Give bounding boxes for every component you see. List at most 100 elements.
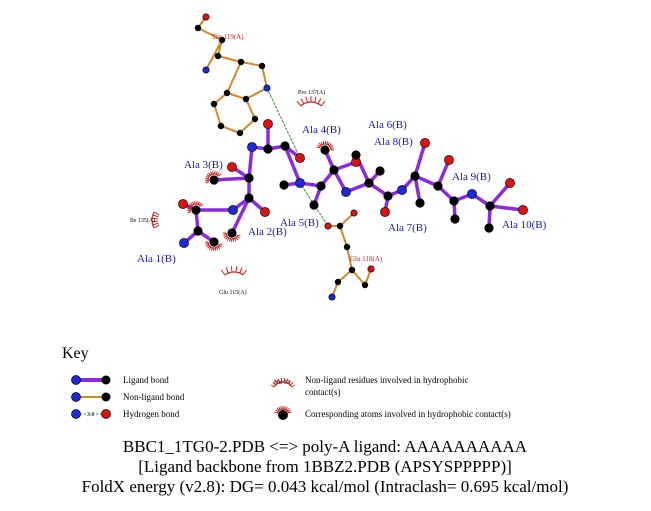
carbon-atom <box>251 115 259 123</box>
oxygen-atom <box>350 209 358 217</box>
carbon-atom <box>415 198 425 208</box>
caption-line-2: [Ligand backbone from 1BBZ2.PDB (APSYSPP… <box>138 457 512 476</box>
hydrophobic-arc-glu115 <box>220 266 248 276</box>
hydrophobic-contact-arc <box>204 171 222 184</box>
nonligand-bond <box>226 92 247 100</box>
key-hydrophobic-arc <box>270 378 296 388</box>
carbon-atom <box>236 129 244 137</box>
key-residue-arc <box>270 378 296 388</box>
carbon-atom <box>263 144 273 154</box>
carbon-atom <box>214 52 222 60</box>
nonligand-bond <box>197 27 223 41</box>
oxygen-atom <box>260 207 270 217</box>
key-hydrophobic-label-line1: Non-ligand residues involved in hydropho… <box>305 375 468 385</box>
carbon-atom <box>316 181 326 191</box>
key-hbond-atom-n <box>71 409 81 419</box>
ligand-bond <box>247 145 254 180</box>
oxygen-atom <box>324 222 332 230</box>
carbon-atom <box>244 193 254 203</box>
carbon-atom <box>336 222 344 230</box>
ligand-bond <box>488 204 525 212</box>
carbon-atom <box>217 122 225 130</box>
carbon-atom <box>223 89 231 97</box>
ligand-bond <box>230 196 251 235</box>
carbon-atom <box>334 278 342 286</box>
ligand-label-ala9: Ala 9(B) <box>452 171 491 183</box>
carbon-atom <box>449 196 459 206</box>
key-hydrophobic-label-line2: contact(s) <box>305 387 340 397</box>
hydrophobic-contact-arc <box>223 232 241 243</box>
nonligand-bond <box>351 269 366 286</box>
ligand-label-ala8: Ala 8(B) <box>374 136 413 148</box>
carbon-atom <box>361 281 369 289</box>
carbon-atom <box>329 165 339 175</box>
ligand-bond <box>283 144 302 185</box>
oxygen-atom <box>518 205 528 215</box>
residue-label-glu118: Glu 118(A) <box>350 255 383 263</box>
key-atom-arc <box>274 406 292 414</box>
nitrogen-atom <box>263 84 271 92</box>
key-nonligand-atom-n <box>71 392 81 402</box>
carbon-atom <box>309 200 319 210</box>
hydrophobic-label-pro137: Pro 137(A) <box>298 89 325 96</box>
nitrogen-atom <box>397 185 407 195</box>
caption-line-1: BBC1_1TG0-2.PDB <=> poly-A ligand: AAAAA… <box>123 437 528 456</box>
ligand-label-ala6: Ala 6(B) <box>368 119 407 131</box>
oxygen-atom <box>444 155 454 165</box>
oxygen-atom <box>367 265 375 273</box>
carbon-atom <box>237 58 245 66</box>
nonligand-bond <box>245 98 256 120</box>
carbon-atom <box>210 100 218 108</box>
key-title: Key <box>62 345 89 362</box>
hydrophobic-arcs-layer <box>151 96 334 276</box>
hydrophobic-label-glu115: Glu 115(A) <box>219 289 247 296</box>
nitrogen-atom <box>179 238 189 248</box>
carbon-atom <box>364 178 374 188</box>
nitrogen-atom <box>202 66 210 74</box>
hydrogen-bond <box>266 87 301 159</box>
key-ligand-atom-n <box>71 375 81 385</box>
oxygen-atom <box>227 162 237 172</box>
key-nonligand-bond-label: Non-ligand bond <box>123 392 185 402</box>
nonligand-bond <box>339 225 348 248</box>
ligand-bond <box>488 181 512 208</box>
carbon-atom <box>383 191 393 201</box>
nonligand-bond <box>240 61 263 67</box>
hydrophobic-contact-arc <box>186 201 204 214</box>
carbon-atom <box>258 62 266 70</box>
hydrophobic-contact-arc <box>316 140 334 151</box>
carbon-atom <box>194 24 202 32</box>
carbon-atom <box>343 243 351 251</box>
ligand-label-ala5: Ala 5(B) <box>280 217 319 229</box>
oxygen-atom <box>380 207 390 217</box>
nonligand-bond <box>346 246 353 271</box>
nonligand-bond <box>220 125 241 134</box>
oxygen-atom <box>505 178 515 188</box>
carbon-atom <box>244 173 254 183</box>
ligand-label-ala2: Ala 2(B) <box>248 226 287 238</box>
nitrogen-atom <box>341 187 351 197</box>
nitrogen-atom <box>467 189 477 199</box>
key-hbond-label: Hydrogen bond <box>123 409 180 419</box>
key-example-residue: His 53 <box>274 380 290 386</box>
carbon-atom <box>227 228 237 238</box>
key-corresponding-atom <box>278 410 288 420</box>
carbon-atom <box>193 226 203 236</box>
carbon-atom <box>320 145 330 155</box>
carbon-atom <box>279 180 289 190</box>
key-hbond-distance: 3.0 <box>87 412 95 418</box>
hydrophobic-arc-pro137 <box>296 96 326 107</box>
carbon-atom <box>242 95 250 103</box>
nonligand-bond <box>261 65 268 89</box>
ligand-bond <box>212 176 251 182</box>
nitrogen-atom <box>295 178 305 188</box>
carbon-atom <box>218 36 226 44</box>
carbon-atom <box>484 223 494 233</box>
ligand-label-ala4: Ala 4(B) <box>302 124 341 136</box>
hydrophobic-arc-ile135 <box>151 211 160 229</box>
carbon-atom <box>209 237 219 247</box>
nonligand-bond <box>239 118 256 134</box>
caption-line-3: FoldX energy (v2.8): DG= 0.043 kcal/mol … <box>82 477 569 496</box>
carbon-atom <box>209 175 219 185</box>
key-nonligand-atom-c <box>101 392 111 402</box>
